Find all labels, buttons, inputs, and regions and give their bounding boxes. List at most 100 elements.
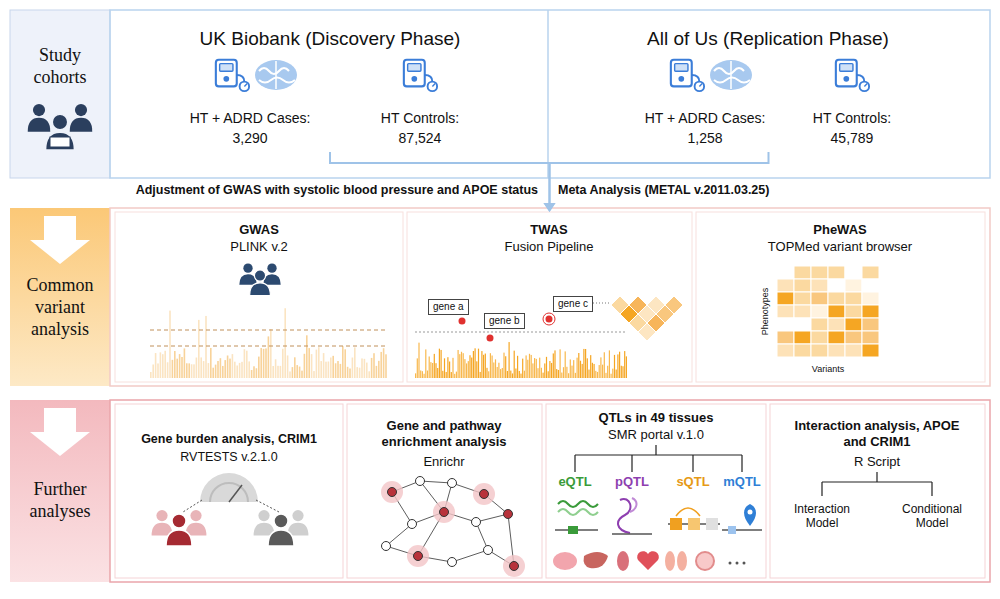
manhattan-plot-part <box>458 350 459 378</box>
manhattan-plot-part <box>383 348 385 378</box>
manhattan-plot-part <box>316 350 318 378</box>
manhattan-plot-part <box>212 368 214 378</box>
manhattan-plot-part <box>531 355 532 378</box>
manhattan-plot-part <box>534 358 535 378</box>
manhattan-plot-part <box>172 360 174 378</box>
heatmap-part <box>828 344 845 357</box>
qtl-icons-part <box>728 526 736 534</box>
manhattan-plot-part <box>366 363 368 378</box>
people-icon-part <box>45 114 74 150</box>
manhattan-plot-part <box>417 358 418 378</box>
arrow-head <box>544 203 556 212</box>
organ-icons <box>553 551 746 571</box>
free-label: Interaction Model <box>782 502 862 531</box>
manhattan-plot-part <box>517 356 518 378</box>
connector-line <box>550 152 769 204</box>
burden-illustration <box>152 473 309 546</box>
manhattan-plot-part <box>352 358 354 378</box>
cohort-icons <box>216 60 869 91</box>
manhattan-plot-part <box>160 352 162 378</box>
network-illustration-part <box>448 558 457 567</box>
manhattan-plot-part <box>294 357 296 378</box>
box-title: UK Biobank (Discovery Phase) <box>120 28 540 51</box>
people-icon-part <box>28 104 51 132</box>
organ-icons-part <box>729 562 732 565</box>
manhattan-plot-part <box>503 353 504 378</box>
qtl-icons-part <box>706 518 718 530</box>
organ-icons-part <box>696 552 714 570</box>
manhattan-plot-part <box>519 371 520 378</box>
manhattan-plot-part <box>193 364 195 378</box>
manhattan-plot-part <box>617 354 618 378</box>
manhattan-plot-part <box>196 358 198 378</box>
manhattan-plot-part <box>548 371 549 378</box>
burden-illustration-part <box>210 483 248 502</box>
cohort-panel: All of Us (Replication Phase)HT + ADRD C… <box>552 14 985 152</box>
manhattan-plot-part <box>415 373 416 378</box>
heatmap-part <box>794 344 811 357</box>
network-illustration-part <box>484 546 493 555</box>
manhattan-plot-part <box>510 371 511 378</box>
network-illustration-part <box>386 524 412 546</box>
burden-illustration-part <box>268 514 294 546</box>
manhattan-plot-part <box>607 366 608 378</box>
gene-hit-part <box>543 313 555 325</box>
manhattan-plot-part <box>186 363 188 378</box>
box-text: HT Controls: 87,524 <box>368 108 472 148</box>
manhattan-plot-part <box>306 335 308 378</box>
network-illustration-part <box>388 488 397 497</box>
free-label: pQTL <box>615 474 649 490</box>
manhattan-plot-part <box>332 356 334 378</box>
manhattan-plot-part <box>265 348 267 378</box>
organ-icons-part <box>553 552 577 570</box>
manhattan-plot-part <box>418 343 419 378</box>
manhattan-plot-part <box>566 367 567 378</box>
cohort-icons-part <box>836 60 869 91</box>
manhattan-plot-part <box>437 368 438 378</box>
gene-box: gene b <box>484 313 525 329</box>
manhattan-plot-part <box>320 361 322 378</box>
manhattan-plot-part <box>497 367 498 378</box>
heatmap <box>777 266 879 357</box>
manhattan-plot-part <box>263 349 265 378</box>
manhattan-plot-part <box>289 371 291 378</box>
network-illustration-part <box>473 483 495 505</box>
manhattan-plot-part <box>454 374 455 378</box>
manhattan-plot-part <box>595 371 596 378</box>
heatmap-part <box>811 279 828 292</box>
manhattan-plot-part <box>241 362 243 378</box>
heatmap-part <box>828 305 845 318</box>
manhattan-plot-part <box>344 349 346 378</box>
gene-hit-part <box>487 335 494 342</box>
common-row-frame-part <box>110 208 990 386</box>
heatmap-part <box>862 305 879 318</box>
manhattan-plot-part <box>471 358 472 378</box>
manhattan-plot-part <box>435 363 436 378</box>
manhattan-plot-part <box>337 361 339 378</box>
network-illustration-part <box>414 552 423 561</box>
manhattan-plot-part <box>150 372 152 378</box>
heatmap-part <box>828 279 845 292</box>
manhattan-plot-part <box>152 364 154 378</box>
analysis-panel: Gene burden analysis, CRIM1RVTESTS v.2.1… <box>115 404 343 578</box>
heatmap-part <box>828 266 845 279</box>
manhattan-plot-part <box>282 349 284 378</box>
manhattan-plot-part <box>580 361 581 378</box>
qtl-icons-part <box>676 508 700 516</box>
manhattan-plot-part <box>495 359 496 378</box>
manhattan-plot-part <box>244 349 246 378</box>
manhattan-plot-part <box>222 366 224 378</box>
heatmap-part <box>794 318 811 331</box>
further-row-frame-part <box>115 404 343 578</box>
manhattan-plot-part <box>599 365 600 378</box>
manhattan-plot-part <box>573 360 574 378</box>
manhattan-plot-part <box>541 368 542 378</box>
cohort-icons-part <box>404 60 437 91</box>
manhattan-plot-part <box>434 354 435 378</box>
gene-box: gene c <box>553 296 593 312</box>
manhattan-plot-part <box>604 352 605 378</box>
manhattan-plot-part <box>612 369 613 378</box>
qtl-icons-part <box>568 526 578 534</box>
threshold-line-part <box>150 330 388 331</box>
network-illustration-part <box>407 545 429 567</box>
